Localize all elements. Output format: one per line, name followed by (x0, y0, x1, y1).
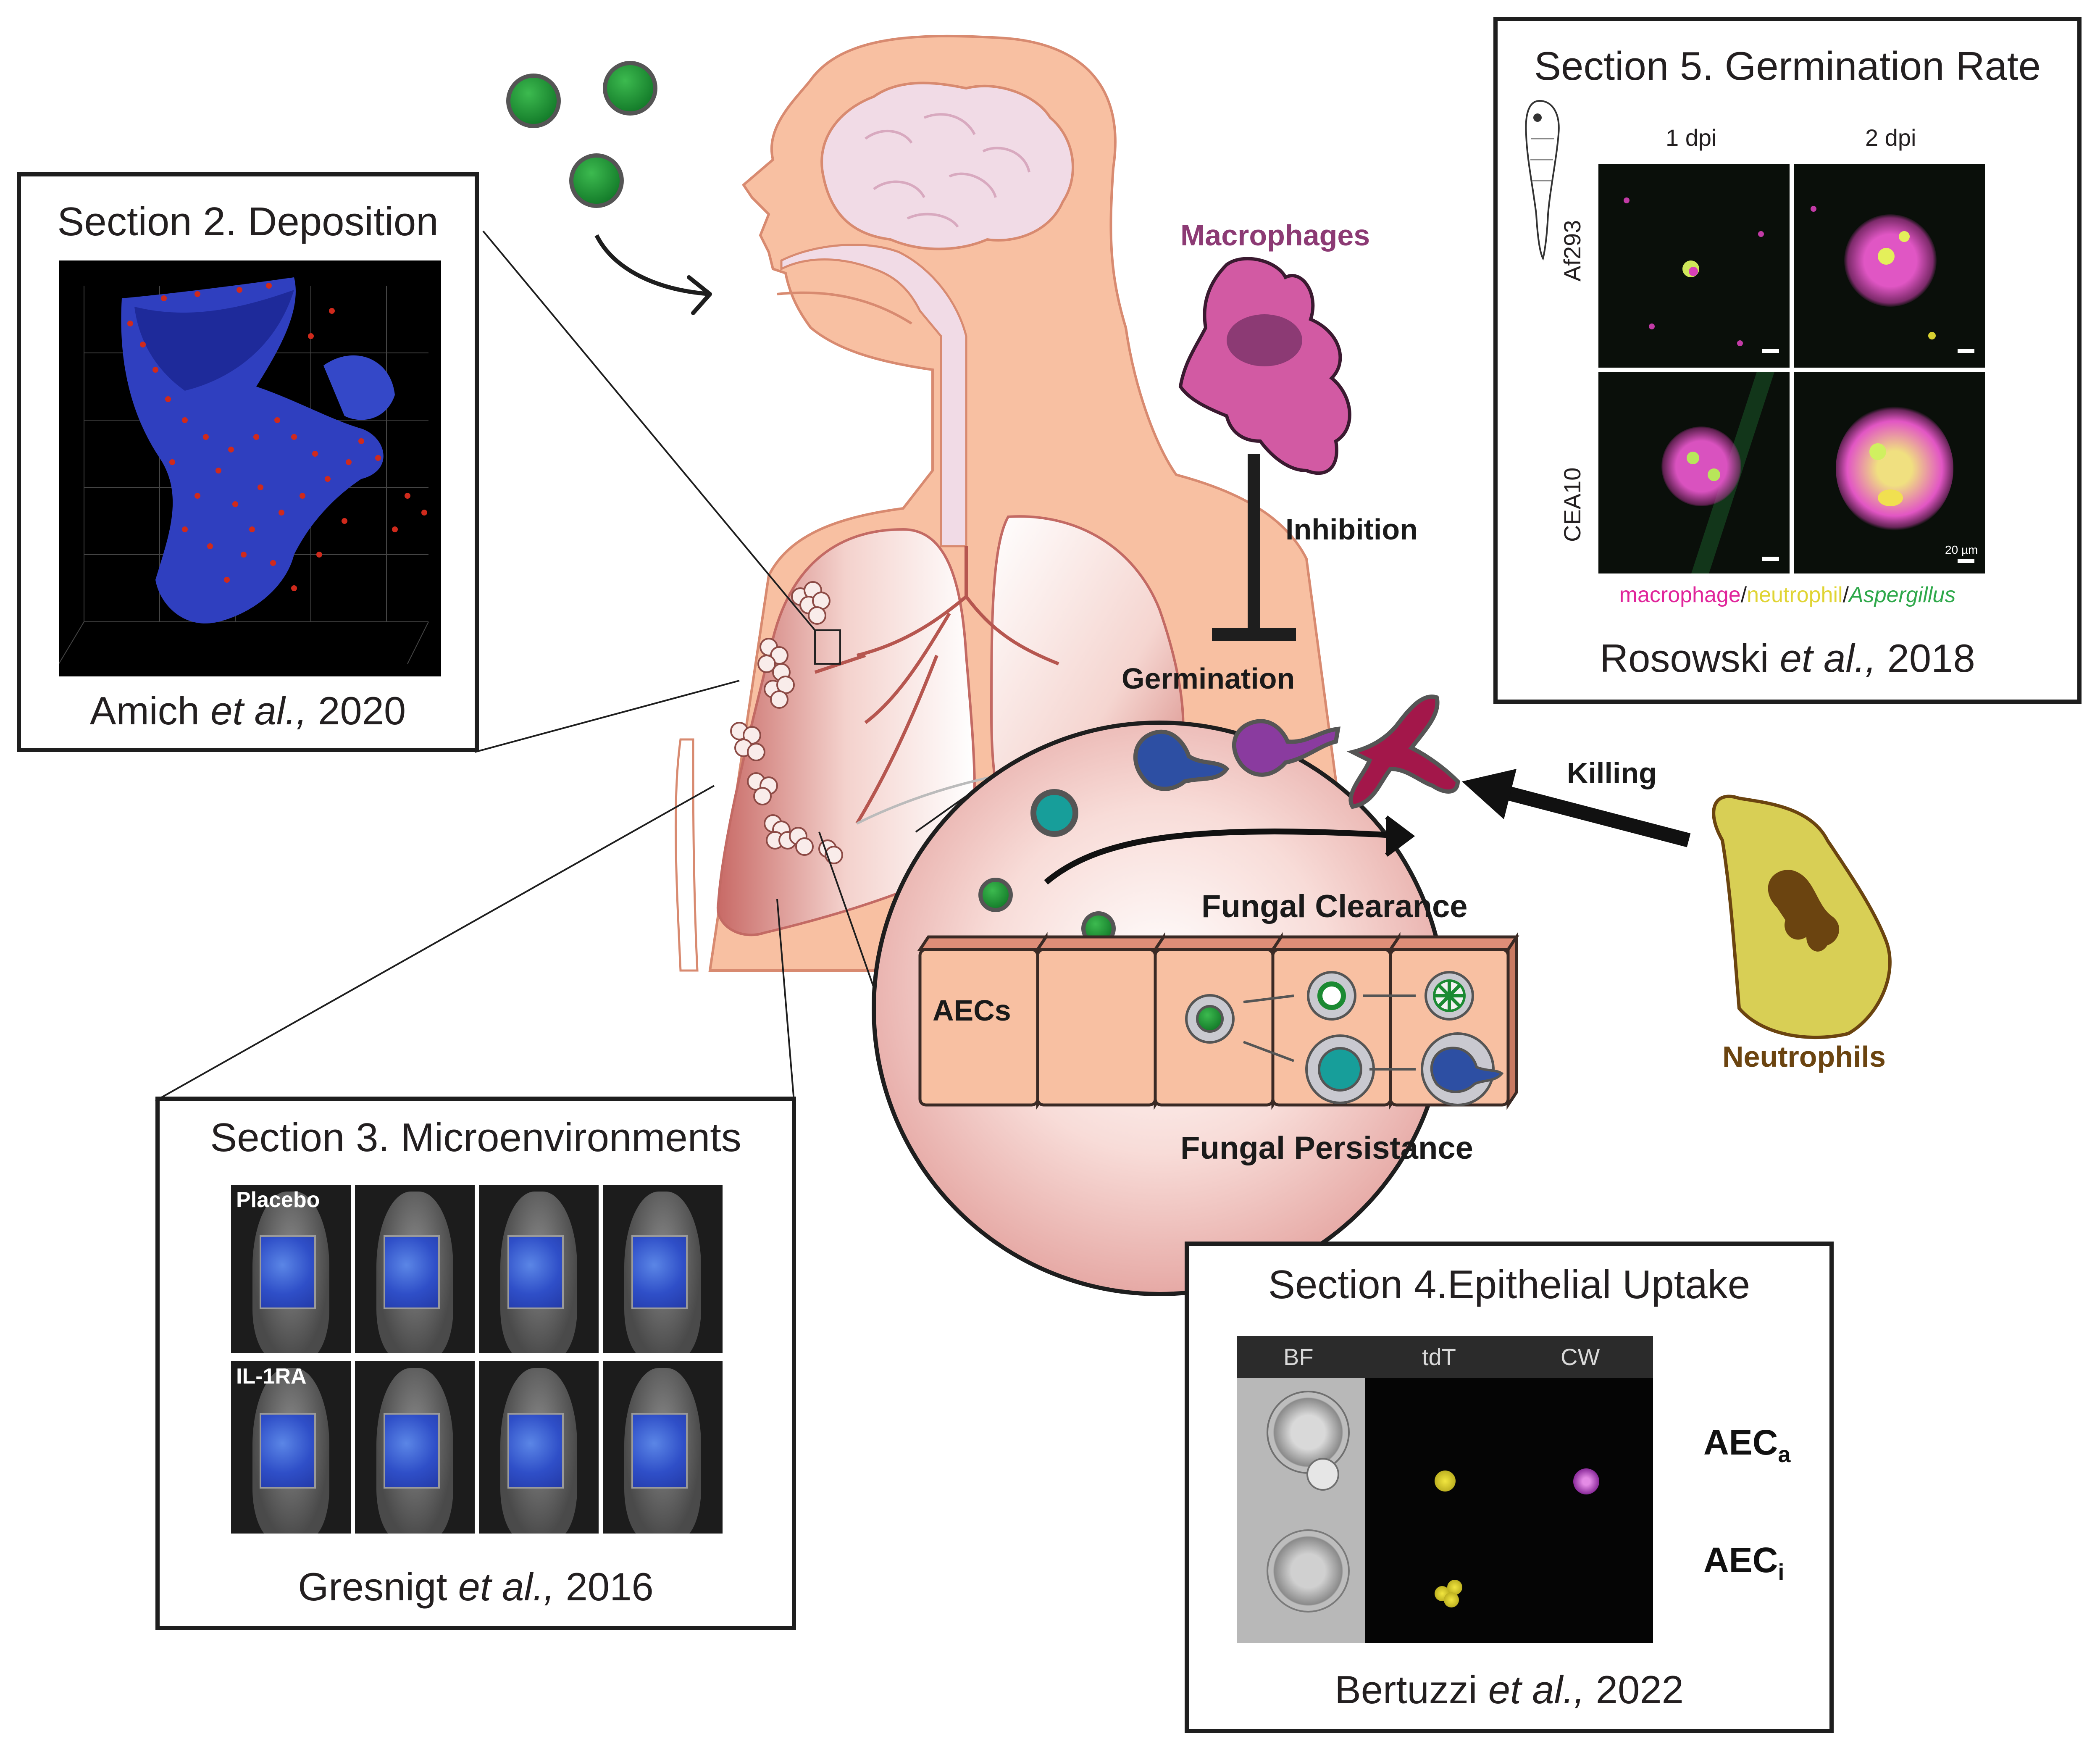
legend-separator: / (1842, 583, 1849, 607)
section4-citation: Bertuzzi et al., 2022 (1189, 1670, 1829, 1710)
zebrafish-icon (1525, 100, 1560, 260)
aecs-label: AECs (933, 994, 1011, 1027)
column-header-cw: CW (1561, 1344, 1600, 1370)
fungal-persistance-label: Fungal Persistance (1180, 1130, 1473, 1166)
flow-imaging-grid: BF tdT CW (1237, 1336, 1653, 1643)
killing-label: Killing (1567, 757, 1657, 789)
confocal-af293-2dpi (1794, 164, 1985, 368)
row-label-af293: Af293 (1559, 220, 1585, 281)
internalized-conidia (1185, 971, 1504, 1106)
scale-bar-label: 20 µm (1945, 543, 1978, 556)
killing-arrow (1493, 783, 1691, 847)
mouse-image (603, 1361, 723, 1534)
row-label-aeca: AECa (1703, 1422, 1790, 1468)
section2-panel: Section 2. Deposition (17, 172, 479, 752)
section5-citation: Rosowski et al., 2018 (1498, 639, 2077, 678)
section5-title: Section 5. Germination Rate (1534, 44, 2041, 89)
mouse-image: IL-1RA (231, 1361, 351, 1534)
mouse-image (603, 1185, 723, 1353)
legend-neutrophil: neutrophil (1747, 583, 1843, 607)
col-header-1dpi: 1 dpi (1666, 124, 1717, 151)
aeci-sub: i (1778, 1559, 1785, 1585)
tdt-signal-aeci (1444, 1592, 1459, 1607)
neutrophil-cell (1712, 794, 1892, 1039)
mouse-image (479, 1185, 599, 1353)
macrophage-cell (1178, 257, 1351, 475)
col-header-2dpi: 2 dpi (1865, 124, 1916, 151)
cite-year: 2020 (307, 689, 406, 733)
confocal-cea10-2dpi: 20 µm (1794, 372, 1985, 573)
section3-citation: Gresnigt et al., 2016 (160, 1567, 792, 1607)
row-label-aeci: AECi (1703, 1540, 1784, 1585)
deposition-render (59, 277, 429, 664)
cite-year: 2018 (1876, 636, 1975, 680)
cite-author: Gresnigt (298, 1565, 458, 1609)
cite-etal: et al., (1488, 1668, 1585, 1712)
row-label-il1ra: IL-1RA (236, 1364, 307, 1389)
section3-panel: Section 3. Microenvironments Placebo IL-… (155, 1097, 796, 1630)
mouse-image: Placebo (231, 1185, 351, 1353)
cite-etal: et al., (210, 689, 307, 733)
cite-etal: et al., (458, 1565, 555, 1609)
section2-title: Section 2. Deposition (57, 199, 439, 244)
mouse-image (479, 1361, 599, 1534)
neutrophils-label: Neutrophils (1722, 1040, 1886, 1073)
deposition-micrograph (59, 260, 441, 676)
aeca-main: AEC (1703, 1423, 1778, 1462)
section4-title: Section 4.Epithelial Uptake (1268, 1262, 1750, 1307)
cite-year: 2016 (555, 1565, 654, 1609)
tdt-signal-aeca (1435, 1471, 1456, 1492)
column-header-bf: BF (1283, 1344, 1314, 1370)
row-label-placebo: Placebo (236, 1188, 320, 1212)
column-header-tdt: tdT (1422, 1344, 1456, 1370)
imaging-grid: Placebo IL-1RA (231, 1185, 723, 1542)
inhaled-spores (506, 61, 657, 208)
fungal-clearance-label: Fungal Clearance (1201, 889, 1468, 924)
inhale-arrow (594, 234, 710, 296)
row-label-cea10: CEA10 (1559, 467, 1585, 542)
cite-author: Bertuzzi (1335, 1668, 1488, 1712)
cite-author: Rosowski (1600, 636, 1780, 680)
cw-signal-aeca (1573, 1468, 1599, 1494)
confocal-af293-1dpi (1598, 164, 1790, 368)
germination-label: Germination (1122, 662, 1295, 695)
section4-panel: Section 4.Epithelial Uptake BF tdT CW AE… (1185, 1242, 1834, 1733)
mouse-image (355, 1361, 475, 1534)
legend-macrophage: macrophage (1619, 583, 1741, 607)
inhibition-label: Inhibition (1285, 513, 1418, 546)
section3-title: Section 3. Microenvironments (210, 1115, 741, 1160)
cite-year: 2022 (1585, 1668, 1684, 1712)
macrophages-label: Macrophages (1180, 219, 1370, 252)
mouse-image (355, 1185, 475, 1353)
aeca-sub: a (1778, 1442, 1791, 1467)
channel-legend: macrophage/neutrophil/Aspergillus (1498, 584, 2077, 606)
aeci-main: AEC (1703, 1540, 1778, 1580)
legend-aspergillus: Aspergillus (1849, 583, 1956, 607)
germination-arrow (1044, 829, 1408, 885)
legend-separator: / (1740, 583, 1747, 607)
cite-etal: et al., (1779, 636, 1877, 680)
cite-author: Amich (89, 689, 211, 733)
brightfield-column (1237, 1378, 1365, 1643)
confocal-cea10-1dpi (1598, 372, 1790, 573)
column-header-row: BF tdT CW (1237, 1336, 1653, 1378)
section2-citation: Amich et al., 2020 (21, 691, 475, 731)
section5-panel: Section 5. Germination Rate 1 dpi 2 dpi … (1493, 17, 2082, 704)
